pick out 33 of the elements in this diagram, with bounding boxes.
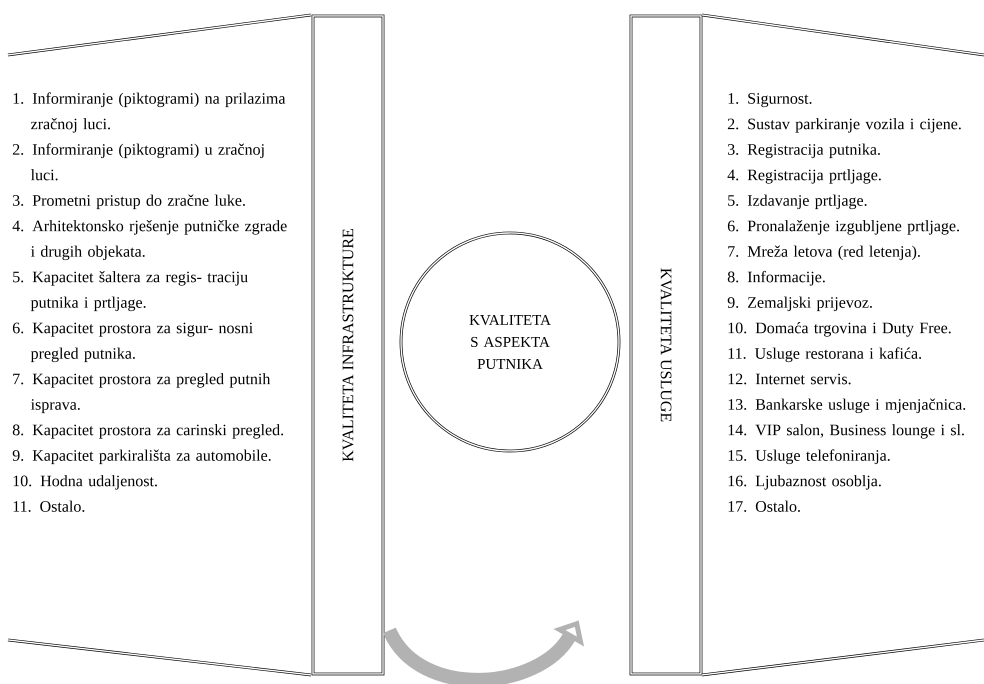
list-item: 5. Izdavanje prtljage. bbox=[728, 194, 867, 210]
list-item: 8. Informacije. bbox=[728, 270, 825, 286]
list-item: 16. Ljubaznost osoblja. bbox=[728, 475, 881, 490]
list-item: 6. Pronalaženje izgubljene prtljage. bbox=[728, 220, 959, 235]
list-item: 14. VIP salon, Business lounge i sl. bbox=[728, 424, 964, 439]
list-item: 5. Kapacitet šaltera za regis- traciju putnika i prtljage. bbox=[13, 271, 248, 312]
list-item: 4. Registracija prtljage. bbox=[728, 169, 881, 184]
page-panel bbox=[8, 14, 312, 676]
list-item: 10. Hodna udaljenost. bbox=[14, 475, 157, 490]
circle-node: KVALITETA S ASPEKTA PUTNIKA bbox=[400, 232, 620, 452]
list-item: 17. Ostalo. bbox=[728, 500, 800, 512]
list-item: 3. Registracija putnika. bbox=[728, 144, 880, 158]
list-item: 10. Domaća trgovina i Duty Free. bbox=[728, 322, 951, 337]
list-item: 6. Kapacitet prostora za sigur- nosni pregled putnika. bbox=[12, 322, 253, 362]
spine-box: KVALITETA INFRASTRUKTURE bbox=[312, 14, 384, 676]
list-item: 9. Zemaljski prijevoz. bbox=[728, 296, 872, 312]
spine-box: KVALITETA USLUGE bbox=[630, 14, 702, 676]
list-item: 8. Kapacitet prostora za carinski pregled. bbox=[12, 424, 284, 439]
list-item: 7. Mreža letova (red letenja). bbox=[728, 246, 920, 260]
list-item: 2. Informiranje (piktogrami) u zračnoj luci. bbox=[12, 143, 264, 180]
list-item: 2. Sustav parkiranje vozila i cijene. bbox=[728, 118, 961, 133]
list-item: 15. Usluge telefoniranja. bbox=[728, 449, 890, 464]
list-item: 11. Ostalo. bbox=[14, 500, 84, 512]
page-panel bbox=[702, 14, 984, 676]
list-item: 3. Prometni pristup do zračne luke. bbox=[12, 194, 245, 210]
list-item: 7. Kapacitet prostora za pregled putnih isprava. bbox=[13, 373, 270, 414]
list-item: 12. Internet servis. bbox=[728, 374, 851, 384]
list-item: 1. Sigurnost. bbox=[728, 93, 812, 108]
list-item: 4. Arhitektonsko rješenje putničke zgrade i drugih objekata. bbox=[12, 220, 287, 260]
list-item: 13. Bankarske usluge i mjenjačnica. bbox=[728, 398, 966, 414]
list-item: 9. Kapacitet parkirališta za automobile. bbox=[12, 450, 271, 464]
list-item: 11. Usluge restorana i kafića. bbox=[728, 347, 922, 362]
list-item: 1. Informiranje (piktogrami) na prilazima zračnoj luci. bbox=[14, 92, 286, 133]
